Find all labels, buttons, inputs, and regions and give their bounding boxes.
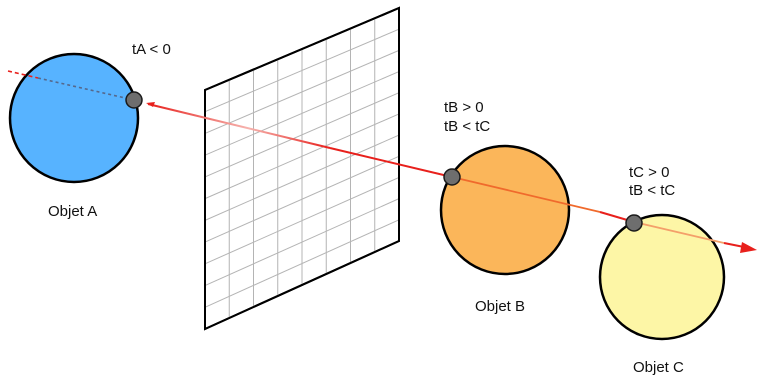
ray-behind-segment — [7, 70, 39, 79]
grid-line-horizontal — [204, 219, 400, 308]
object-a-label: Objet A — [48, 203, 98, 220]
ray-origin-to-plane — [147, 103, 331, 149]
ray-inside-sphere-a — [37, 77, 135, 101]
sphere-b — [439, 144, 571, 276]
hit-point-b — [443, 168, 461, 186]
ray-exit-segment — [723, 242, 745, 248]
image-plane — [204, 6, 400, 331]
ray-origin-arrowhead — [146, 102, 155, 107]
object-b-label: Objet B — [475, 298, 526, 315]
object-c-label: Objet C — [633, 359, 684, 376]
hit-point-c — [625, 214, 643, 232]
hit-point-a — [125, 91, 143, 109]
ray-through-sphere-c — [633, 221, 725, 244]
ray-to-sphere-b — [329, 147, 453, 178]
grid-line-horizontal — [204, 134, 400, 221]
condition-b-line-2: tB < tC — [444, 118, 491, 135]
grid-line-horizontal — [204, 113, 400, 200]
condition-b-line-1: tB > 0 — [444, 99, 484, 116]
grid-line-horizontal — [204, 71, 400, 156]
condition-c-line-2: tB < tC — [629, 182, 676, 199]
ray-through-sphere-b — [451, 176, 601, 213]
grid-line-horizontal — [204, 176, 400, 265]
condition-a-line-1: tA < 0 — [132, 41, 171, 58]
grid-line-horizontal — [204, 28, 400, 113]
grid-line-horizontal — [204, 49, 400, 134]
grid-line-horizontal — [204, 198, 400, 287]
sphere-c — [598, 213, 726, 341]
sphere-a — [8, 52, 140, 184]
grid-line-horizontal — [204, 92, 400, 178]
ray-arrowhead — [740, 242, 757, 253]
grid-line-horizontal — [204, 155, 400, 243]
condition-c-line-1: tC > 0 — [629, 164, 670, 181]
image-plane-grid — [204, 18, 400, 318]
